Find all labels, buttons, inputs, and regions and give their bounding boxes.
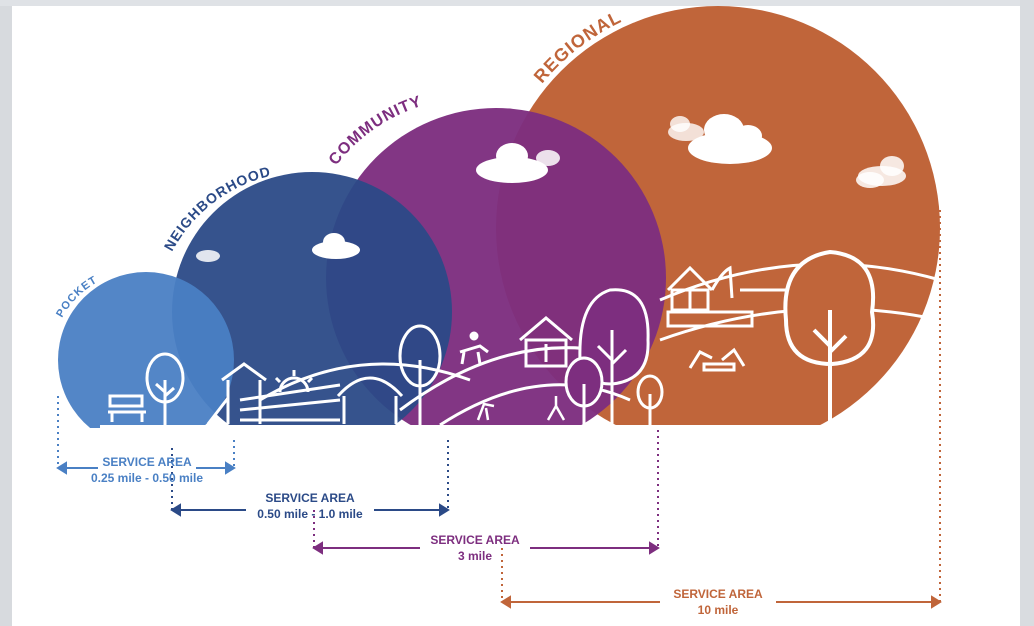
restroom-icon [519,316,573,368]
cloud-icon [668,114,772,164]
pool-icon [666,310,754,328]
service-label-neighborhood: SERVICE AREA [265,491,355,505]
tree-icon [398,324,442,425]
cloud-icon [476,143,560,183]
sports-icon [688,347,746,372]
service-label-community: SERVICE AREA [430,533,520,547]
frame-top [0,0,1034,6]
sun-icon [274,370,314,393]
ground-cut [40,428,960,468]
service-label-regional: SERVICE AREA [673,587,763,601]
recreation-center-icon [666,265,790,312]
tree-icon [636,374,664,425]
service-guides [57,210,941,602]
playground-icon [206,362,267,425]
tree-icon [783,249,876,425]
service-arrow-community [312,541,660,555]
service-label-pocket: SERVICE AREA [102,455,192,469]
pavilion-icon [336,376,404,424]
horse-rider-icon [459,331,489,365]
service-arrow-neighborhood [170,503,450,517]
frame-left [0,0,12,626]
cloud-icon [196,233,360,262]
pocket-circle [58,272,234,448]
service-range-regional: 10 mile [698,603,739,617]
service-range-community: 3 mile [458,549,492,563]
service-arrow-pocket [56,461,236,475]
tree-icon [145,352,185,425]
service-range-pocket: 0.25 mile - 0.50 mile [91,471,203,485]
service-arrow-regional [500,595,942,609]
bench-icon [108,394,146,422]
frame-right [1020,0,1034,626]
people-icon [476,396,566,421]
cloud-icon [856,156,906,188]
service-range-neighborhood: 0.50 mile - 1.0 mile [257,507,363,521]
tree-icon [564,356,604,425]
